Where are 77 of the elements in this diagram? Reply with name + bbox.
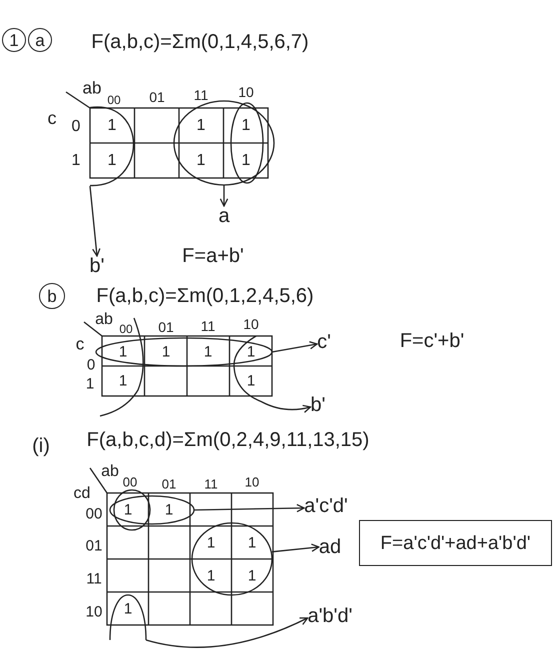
row-header: 10 bbox=[86, 604, 102, 620]
arrow bbox=[272, 544, 320, 552]
column-header: 01 bbox=[158, 320, 174, 334]
column-header: 10 bbox=[243, 317, 259, 331]
grouping-arc bbox=[232, 335, 263, 403]
cell-value: 1 bbox=[246, 374, 256, 388]
cell-value: 1 bbox=[108, 153, 116, 169]
row-header: 0 bbox=[72, 119, 80, 135]
part-number: (i) bbox=[32, 436, 50, 456]
function-formula: F(a,b,c,d)=Σm(0,2,4,9,11,13,15) bbox=[86, 430, 370, 450]
arrow bbox=[272, 341, 318, 353]
column-header: 00 bbox=[119, 323, 133, 335]
cell-value: 1 bbox=[242, 153, 250, 169]
arrow bbox=[220, 185, 228, 207]
grouping-arc bbox=[89, 106, 134, 188]
cell-value: 1 bbox=[164, 502, 174, 518]
row-header: 00 bbox=[86, 506, 102, 522]
function-formula: F(a,b,c)=Σm(0,1,4,5,6,7) bbox=[91, 32, 309, 52]
cell-value: 1 bbox=[118, 344, 128, 360]
circled-number: 1 bbox=[2, 28, 26, 52]
circled-letter: a bbox=[28, 28, 52, 52]
cell-value: 1 bbox=[162, 344, 170, 360]
grouping-loop bbox=[191, 522, 273, 596]
cell-value: 1 bbox=[204, 344, 212, 360]
column-header: 10 bbox=[238, 85, 254, 99]
column-header: 11 bbox=[194, 88, 208, 102]
column-header: 11 bbox=[200, 319, 216, 333]
variable-label: cd bbox=[74, 486, 90, 502]
row-header: 11 bbox=[86, 572, 102, 586]
cell-value: 1 bbox=[206, 568, 216, 584]
grouping-arc bbox=[109, 594, 147, 641]
cell-value: 1 bbox=[124, 602, 132, 616]
cell-value: 1 bbox=[108, 118, 116, 134]
row-header: 1 bbox=[72, 153, 80, 169]
term-label: a'b'd' bbox=[308, 606, 352, 626]
variable-label: c bbox=[76, 336, 84, 352]
grouping-loop bbox=[95, 337, 273, 367]
variable-label: ab bbox=[95, 312, 113, 328]
function-formula: F(a,b,c)=Σm(0,1,2,4,5,6) bbox=[96, 286, 314, 306]
column-header: 00 bbox=[122, 476, 138, 488]
arrow bbox=[89, 186, 100, 257]
grouping-loop bbox=[109, 495, 195, 525]
result-expression: F=c'+b' bbox=[400, 331, 464, 351]
term-label: a bbox=[218, 206, 230, 226]
term-label: c' bbox=[317, 332, 331, 352]
cell-value: 1 bbox=[248, 568, 256, 584]
grouping-loop bbox=[113, 489, 151, 531]
cell-value: 1 bbox=[196, 153, 206, 169]
arrow bbox=[262, 401, 312, 413]
cell-value: 1 bbox=[124, 502, 132, 518]
row-header: 0 bbox=[86, 358, 96, 372]
variable-label: ab bbox=[101, 464, 119, 480]
column-header: 01 bbox=[149, 90, 165, 104]
term-label: ad bbox=[318, 537, 342, 557]
cell-value: 1 bbox=[246, 344, 256, 360]
variable-label: c bbox=[48, 109, 56, 127]
cell-value: 1 bbox=[248, 536, 256, 550]
row-header: 01 bbox=[86, 538, 102, 554]
cell-value: 1 bbox=[206, 536, 216, 550]
column-header: 00 bbox=[107, 94, 121, 106]
cell-value: 1 bbox=[242, 118, 250, 134]
term-label: b' bbox=[310, 395, 326, 415]
result-expression: F=a+b' bbox=[182, 246, 244, 266]
row-header: 1 bbox=[86, 376, 94, 392]
term-label: b' bbox=[90, 256, 104, 276]
term-label: a'c'd' bbox=[304, 496, 348, 516]
arrow bbox=[194, 504, 305, 512]
grouping-loop bbox=[173, 100, 275, 186]
cell-value: 1 bbox=[196, 118, 206, 134]
arrow bbox=[146, 617, 308, 648]
column-header: 11 bbox=[204, 478, 218, 490]
cell-value: 1 bbox=[118, 374, 128, 388]
variable-label: ab bbox=[82, 80, 102, 96]
circled-letter: b bbox=[39, 283, 65, 309]
column-header: 01 bbox=[162, 478, 176, 490]
column-header: 10 bbox=[244, 476, 260, 488]
result-box: F=a'c'd'+ad+a'b'd' bbox=[359, 520, 552, 566]
